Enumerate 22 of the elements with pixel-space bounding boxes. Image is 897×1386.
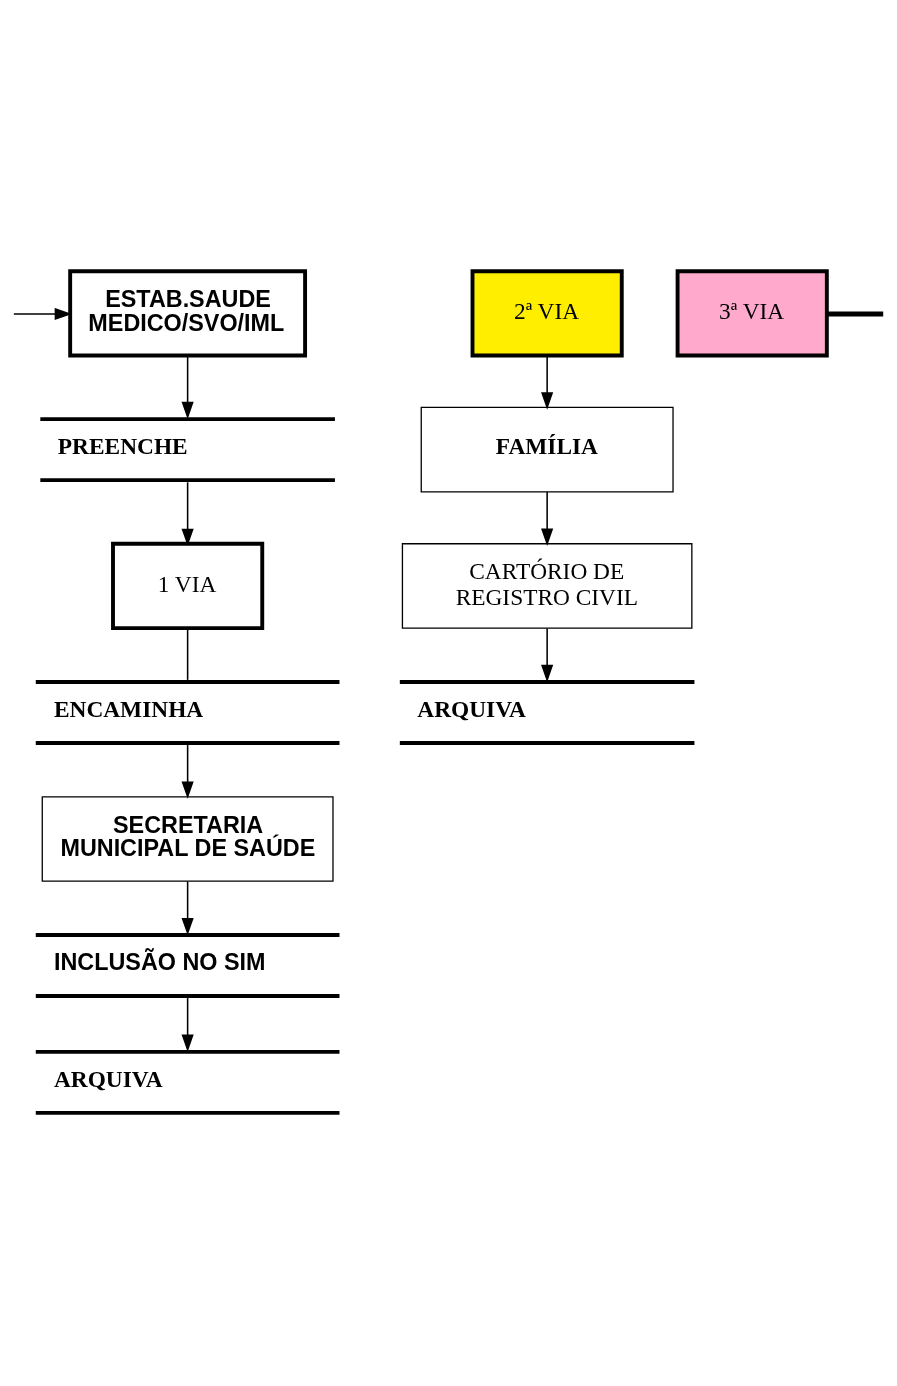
arrow <box>181 481 194 547</box>
arrow <box>541 491 554 546</box>
node-text: ENCAMINHA <box>53 695 204 722</box>
node-text: ARQUIVA <box>417 695 526 722</box>
node-box: CARTÓRIO DE REGISTRO CIVIL <box>401 543 693 629</box>
node-text: ARQUIVA <box>53 1065 163 1092</box>
node-box: 1 VIA <box>111 541 265 631</box>
arrow <box>181 880 194 936</box>
arrow <box>541 627 554 683</box>
arrow <box>181 997 194 1052</box>
arrow <box>181 744 194 799</box>
node-box: 3ª VIA <box>675 269 829 358</box>
node-box: FAMÍLIA <box>420 406 674 493</box>
node-text: PREENCHE <box>57 433 188 460</box>
connector <box>826 311 884 317</box>
node-box: 2ª VIA <box>470 269 624 358</box>
node-box: ESTAB.SAUDE MEDICO/SVO/IML <box>68 269 308 358</box>
arrow <box>541 354 554 410</box>
connector <box>186 627 189 681</box>
arrow <box>181 354 194 420</box>
node-text: INCLUSÃO NO SIM <box>53 948 266 975</box>
node-box: SECRETARIA MUNICIPAL DE SAÚDE <box>41 796 334 882</box>
